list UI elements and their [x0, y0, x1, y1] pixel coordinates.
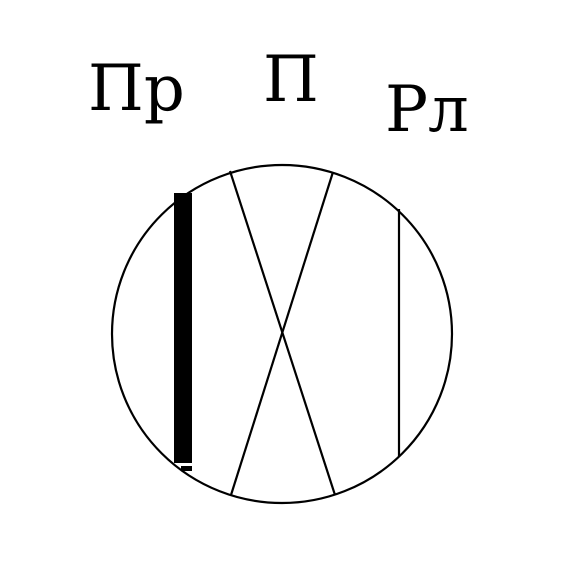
cross-line-ascending	[229, 171, 335, 496]
label-middle: П	[263, 43, 319, 117]
thick-bar-tail	[181, 466, 192, 471]
label-left: Пр	[88, 52, 185, 126]
circle-outline	[110, 163, 454, 505]
thick-bar	[174, 193, 192, 463]
label-right: Рл	[385, 73, 469, 147]
